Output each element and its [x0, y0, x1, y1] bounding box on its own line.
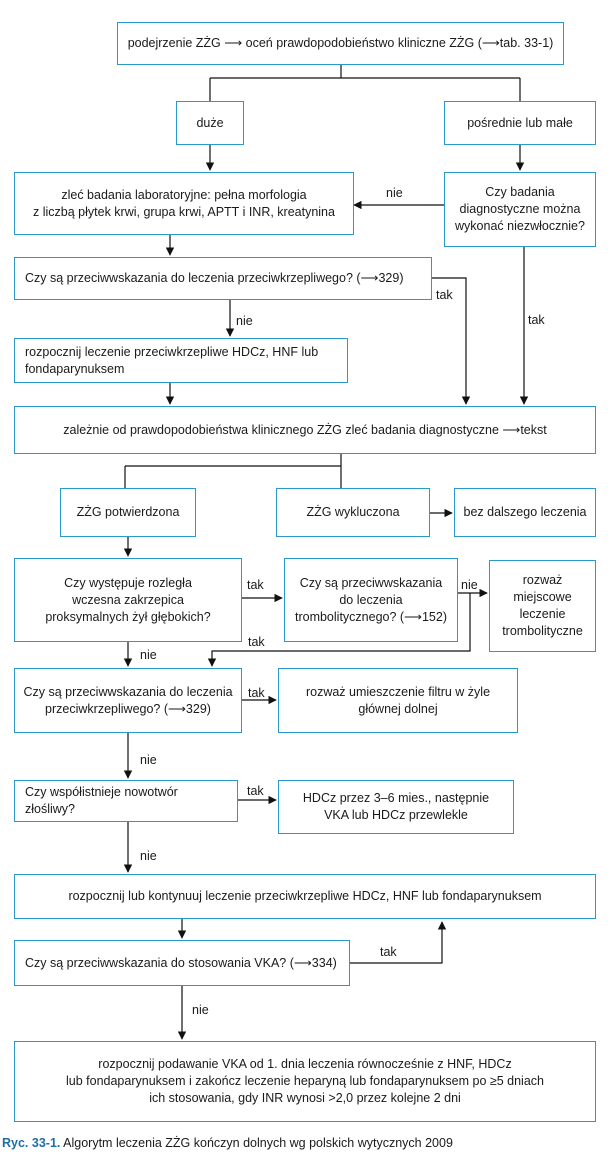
edge-label-no: nie — [140, 849, 157, 863]
box-ldh-therapy: HDCz przez 3–6 mies., następnie VKA lub … — [278, 780, 514, 834]
box-lab-tests: zleć badania laboratoryjne: pełna morfol… — [14, 172, 354, 235]
box-suspicion: podejrzenie ZŻG ⟶ oceń prawdopodobieństw… — [117, 22, 564, 65]
box-medium-low-probability: pośrednie lub małe — [444, 101, 596, 145]
edge-label-yes: tak — [248, 686, 265, 700]
flowchart-connectors — [123, 65, 529, 1040]
box-malignancy: Czy współistnieje nowotwór złośliwy? — [14, 780, 238, 822]
box-local-thrombolytic: rozważ miejscowe leczenie trombolityczne — [489, 560, 596, 652]
box-start-anticoag: rozpocznij leczenie przeciwkrzepliwe HDC… — [14, 338, 348, 383]
box-vena-cava-filter: rozważ umieszczenie filtru w żyle główne… — [278, 668, 518, 733]
box-contraindications-anticoag-2: Czy są przeciwwskazania do leczenia prze… — [14, 668, 242, 733]
box-contraindications-thrombolytic: Czy są przeciwwskazania do leczenia trom… — [284, 558, 458, 642]
edge-label-yes: tak — [436, 288, 453, 302]
box-no-further-treatment: bez dalszego leczenia — [454, 488, 596, 537]
edge-label-no: nie — [236, 314, 253, 328]
edge-label-yes: tak — [247, 578, 264, 592]
figure-caption-text: Algorytm leczenia ZŻG kończyn dolnych wg… — [60, 1136, 453, 1150]
edge-label-yes: tak — [247, 784, 264, 798]
edge-label-yes: tak — [380, 945, 397, 959]
edge-label-no: nie — [192, 1003, 209, 1017]
box-dvt-confirmed: ZŻG potwierdzona — [60, 488, 196, 537]
edge-label-yes: tak — [248, 635, 265, 649]
figure-number: Ryc. 33-1. — [2, 1136, 61, 1150]
edge-label-yes: tak — [528, 313, 545, 327]
box-contraindications-vka: Czy są przeciwwskazania do stosowania VK… — [14, 940, 350, 986]
box-contraindications-anticoag-1: Czy są przeciwwskazania do leczenia prze… — [14, 257, 432, 300]
box-high-probability: duże — [176, 101, 244, 145]
box-extensive-thrombosis: Czy występuje rozległa wczesna zakrzepic… — [14, 558, 242, 642]
edge-label-no: nie — [461, 578, 478, 592]
box-start-vka: rozpocznij podawanie VKA od 1. dnia lecz… — [14, 1041, 596, 1122]
box-diagnostics-immediately: Czy badania diagnostyczne można wykonać … — [444, 172, 596, 247]
box-order-diagnostics: zależnie od prawdopodobieństwa kliniczne… — [14, 406, 596, 454]
box-dvt-excluded: ZŻG wykluczona — [276, 488, 430, 537]
edge-label-no: nie — [140, 753, 157, 767]
edge-label-no: nie — [386, 186, 403, 200]
box-continue-anticoag: rozpocznij lub kontynuuj leczenie przeci… — [14, 874, 596, 919]
edge-label-no: nie — [140, 648, 157, 662]
figure-caption: Ryc. 33-1. Algorytm leczenia ZŻG kończyn… — [2, 1136, 453, 1150]
